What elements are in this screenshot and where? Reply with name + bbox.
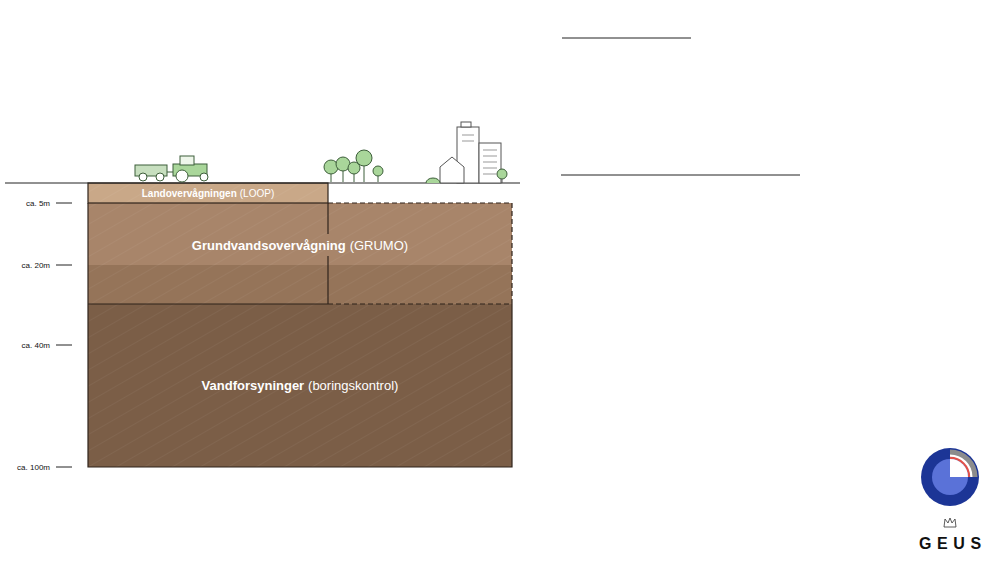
depth-label: ca. 5m — [26, 199, 50, 208]
layer-name: Grundvandsovervågning — [192, 238, 346, 253]
layer-abbreviation: (GRUMO) — [350, 238, 409, 253]
aquifer-band: Vandforsyninger(boringskontrol) — [88, 304, 512, 467]
tractor-icon — [135, 156, 208, 182]
layer-name: Landovervågningen — [142, 188, 237, 199]
rule-line — [561, 175, 800, 176]
text-line: Landovervågningen(LOOP) — [142, 188, 274, 199]
geus-logo — [921, 448, 979, 527]
surface-band: Landovervågningen(LOOP) — [88, 183, 328, 203]
hatching — [88, 183, 512, 467]
text-line: Vandforsyninger(boringskontrol) — [202, 378, 399, 393]
trees-icon — [324, 150, 383, 182]
building-windows — [462, 135, 497, 174]
depth-ticks — [56, 203, 72, 467]
rule-line — [562, 38, 691, 39]
depth-label: ca. 100m — [17, 463, 50, 472]
layer-name: Vandforsyninger — [202, 378, 305, 393]
dashed-outline — [328, 203, 512, 304]
depth-label: ca. 20m — [22, 261, 50, 270]
layer-abbreviation: (boringskontrol) — [308, 378, 398, 393]
text-line: Grundvandsovervågning (GRUMO) — [192, 238, 408, 253]
layer-outlines — [88, 183, 512, 467]
logo-text: GEUS — [919, 535, 987, 553]
depth-label: ca. 40m — [22, 341, 50, 350]
layer-abbreviation: (LOOP) — [240, 188, 274, 199]
groundwater-band: Grundvandsovervågning (GRUMO) — [88, 203, 512, 287]
buildings-icon — [426, 122, 507, 183]
